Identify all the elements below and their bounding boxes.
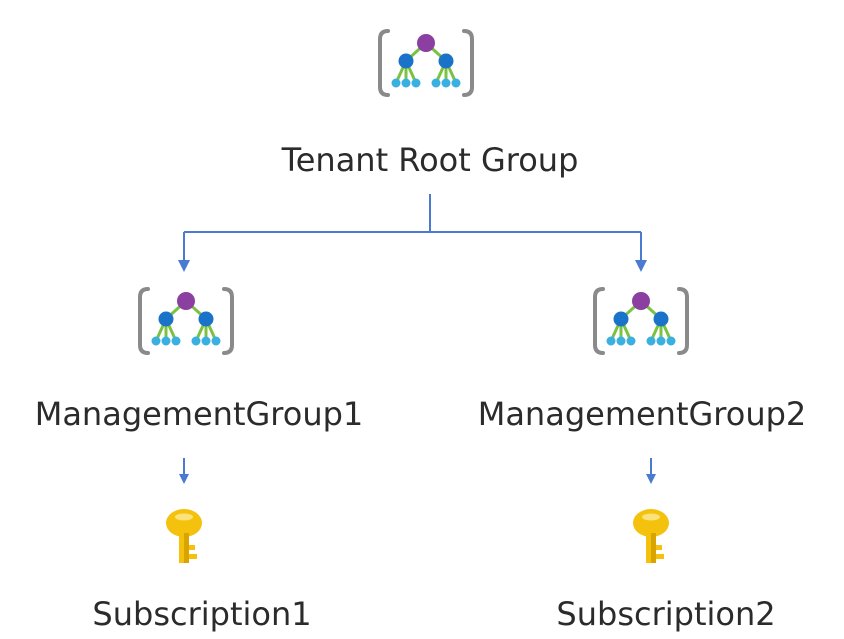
mg1-to-sub1-arrow: [179, 458, 189, 484]
tenant-root-group-icon: [378, 29, 474, 97]
subscription-2-key-icon: [633, 509, 669, 563]
management-group-2-icon: [593, 287, 689, 355]
tenant-root-group-label: Tenant Root Group: [281, 141, 579, 179]
subscription-1-key-icon: [166, 509, 202, 563]
management-group-1-label: ManagementGroup1: [35, 395, 364, 433]
subscription-1-label: Subscription1: [92, 595, 311, 633]
management-group-1-icon: [138, 287, 234, 355]
subscription-2-label: Subscription2: [556, 595, 775, 633]
management-group-2-label: ManagementGroup2: [478, 395, 807, 433]
mg2-to-sub2-arrow: [646, 458, 656, 484]
root-connector: [178, 194, 647, 272]
